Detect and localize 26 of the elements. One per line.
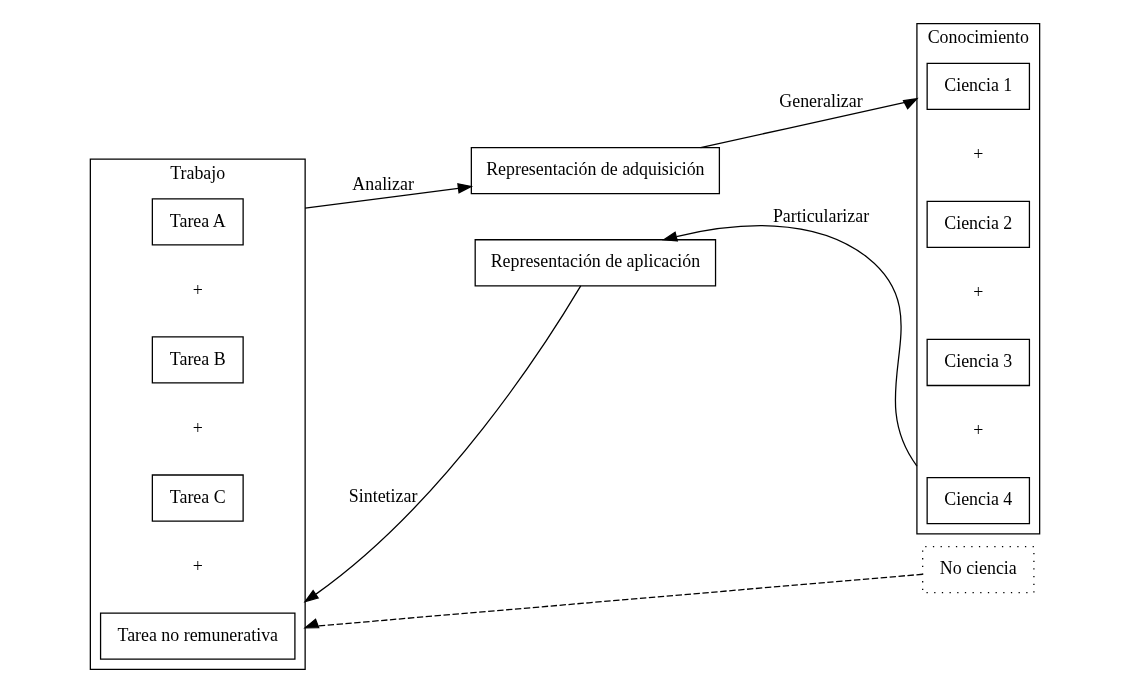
node-box: Ciencia 1 bbox=[926, 62, 1031, 110]
node-box: Representación de aplicación bbox=[474, 239, 717, 287]
edge-label: Particularizar bbox=[772, 206, 870, 227]
arrow bbox=[304, 183, 474, 209]
label: + bbox=[192, 555, 203, 576]
edge-label: Sintetizar bbox=[348, 486, 418, 507]
node-box: Tarea C bbox=[151, 474, 244, 522]
node-box: Tarea A bbox=[151, 198, 244, 246]
label: + bbox=[192, 417, 203, 438]
node-box: Ciencia 4 bbox=[926, 476, 1031, 525]
label: + bbox=[973, 144, 984, 165]
edge-label: Analizar bbox=[352, 174, 414, 195]
arrow bbox=[661, 225, 918, 467]
edge-label: Generalizar bbox=[779, 91, 863, 112]
node-box: Representación de adquisición bbox=[470, 147, 720, 195]
arrow bbox=[303, 573, 924, 629]
label: + bbox=[973, 420, 984, 441]
node-box: Ciencia 3 bbox=[926, 338, 1031, 387]
arrow bbox=[303, 285, 582, 603]
node-box: Ciencia 2 bbox=[926, 200, 1031, 249]
node-box: Tarea no remunerativa bbox=[99, 612, 296, 660]
node-box: Tarea B bbox=[151, 336, 244, 384]
label: + bbox=[192, 279, 203, 300]
arrow bbox=[699, 97, 919, 149]
label: + bbox=[973, 282, 984, 303]
node-box: No ciencia bbox=[922, 545, 1035, 594]
